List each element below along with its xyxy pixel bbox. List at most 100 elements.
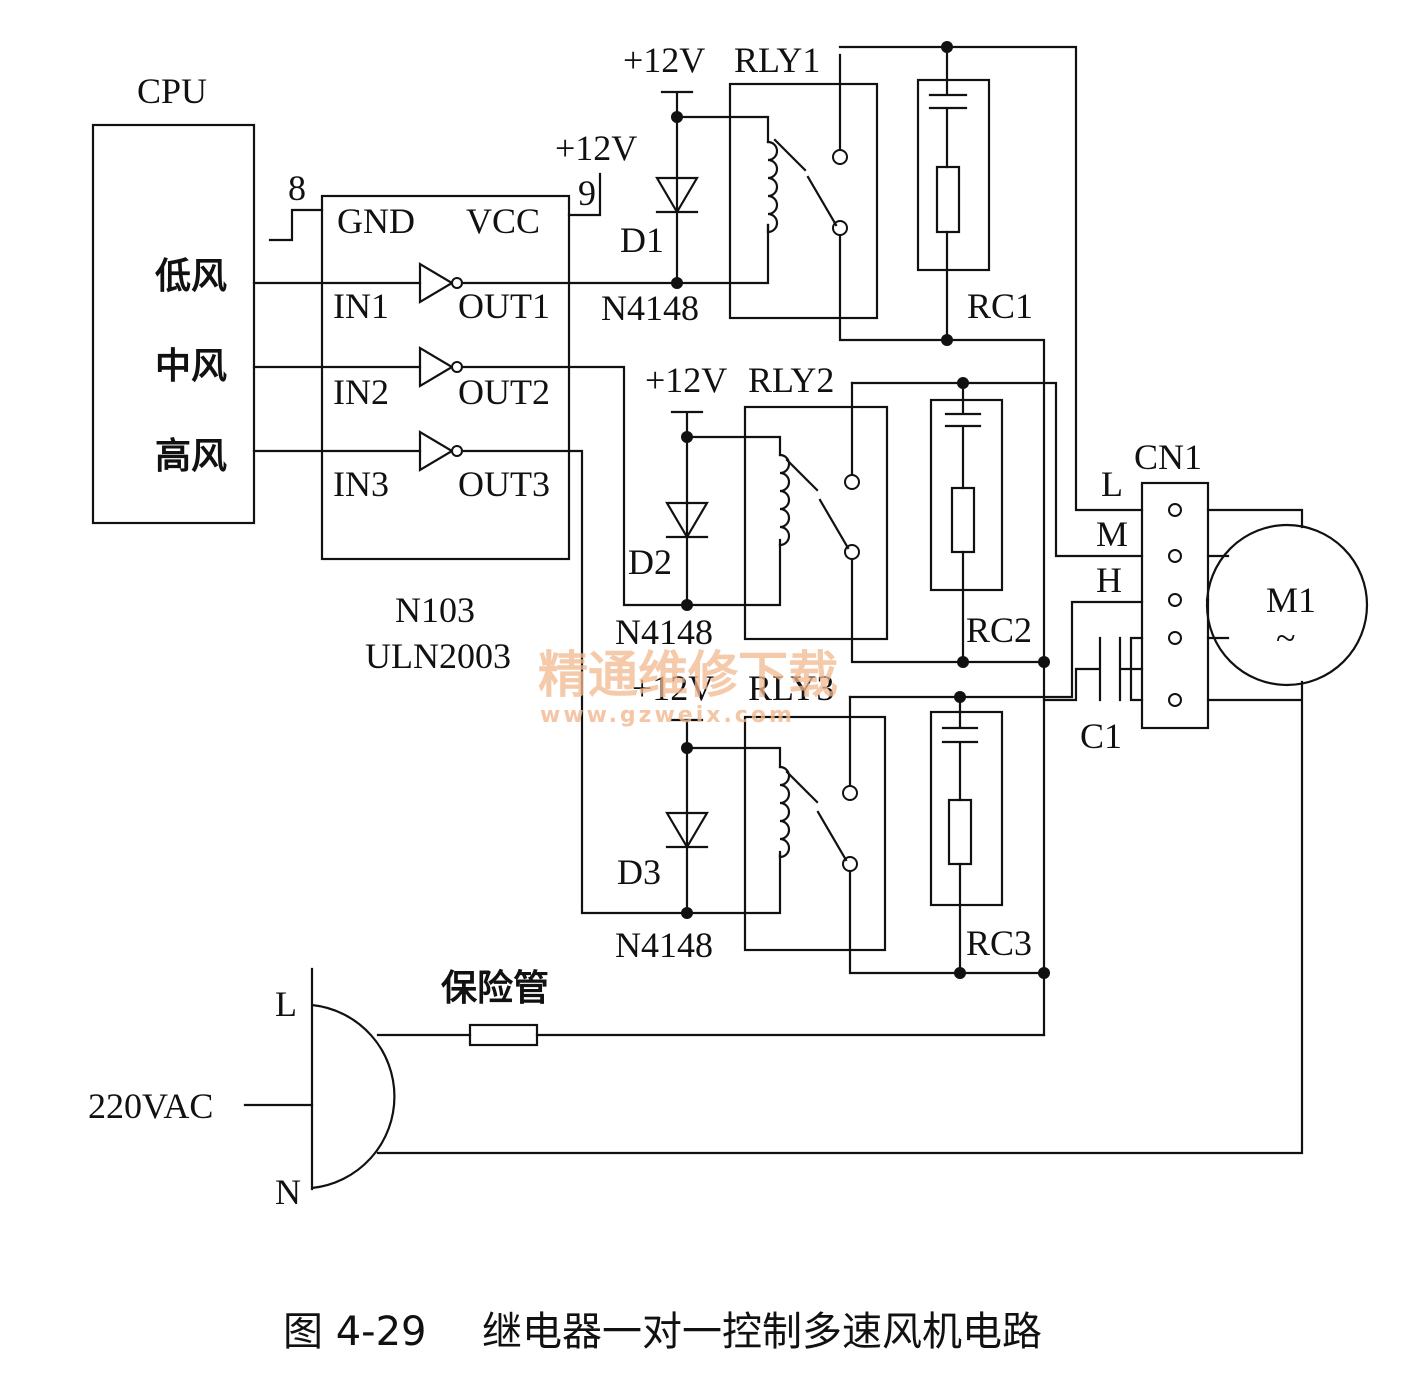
- figure-title: 继电器一对一控制多速风机电路: [482, 1309, 1042, 1355]
- stage2-diode: [665, 501, 709, 540]
- junction: [681, 742, 693, 754]
- capacitor-c1: C1: [1042, 636, 1144, 756]
- cn1-pin-3: [1168, 593, 1182, 607]
- fuse-label: 保险管: [441, 968, 549, 1009]
- vcc-supply-label: +12V: [555, 128, 637, 168]
- stage2-diode-label: D2: [628, 542, 672, 582]
- stage2-relay-box: [743, 405, 889, 641]
- cpu-output-high: 高风: [155, 436, 227, 477]
- relay-stage-3: +12V RLY3 D3 N4148 RC3: [615, 600, 1144, 979]
- stage2-rc-resistor: [950, 486, 976, 554]
- stage3-rc-box: [929, 710, 1004, 907]
- stage1-coil: [766, 140, 779, 234]
- driver-gnd-label: GND: [337, 201, 415, 241]
- driver-in1: IN1: [333, 286, 389, 326]
- motor-m1: M1 ~: [376, 508, 1369, 1155]
- inverter-2: [418, 346, 455, 388]
- junction: [681, 431, 693, 443]
- junction: [1038, 967, 1050, 979]
- gnd-pin-wire: [268, 208, 324, 242]
- stage2-contact-top: [844, 474, 860, 490]
- figure-number: 图 4-29: [283, 1309, 427, 1355]
- stage1-coil-top: [675, 115, 770, 144]
- stage3-actuator: [785, 770, 819, 804]
- junction: [957, 656, 969, 668]
- wire-out2: [460, 365, 782, 607]
- cpu-output-low: 低风: [155, 256, 227, 297]
- driver-out1: OUT1: [458, 286, 550, 326]
- mains-input: L N 220VAC 保险管: [88, 967, 1046, 1212]
- stage3-diode-part: N4148: [615, 925, 713, 965]
- driver-box: [320, 194, 571, 561]
- stage2-relay-name: RLY2: [748, 360, 834, 400]
- stage1-supply-rail: [660, 90, 694, 285]
- junction: [681, 599, 693, 611]
- stage3-diode-label: D3: [617, 852, 661, 892]
- stage3-rc-wires: [941, 695, 979, 975]
- junction: [957, 377, 969, 389]
- driver-in2: IN2: [333, 372, 389, 412]
- stage3-switch-blade: [816, 810, 848, 862]
- cn1-pin-M: M: [1096, 514, 1128, 554]
- stage1-rc-wires: [928, 45, 968, 342]
- inverter-1: [418, 262, 455, 304]
- stage3-rc-resistor: [947, 798, 973, 866]
- stage2-supply: +12V: [645, 360, 727, 400]
- stage1-relay-box: [728, 82, 879, 320]
- stage1-diode: [655, 176, 699, 215]
- c1-symbol: [1042, 636, 1144, 702]
- cn1-pin-L: L: [1101, 464, 1123, 504]
- stage1-diode-part: N4148: [601, 288, 699, 328]
- stage2-rc-wires: [944, 381, 982, 664]
- stage1-rc-resistor: [935, 165, 961, 234]
- motor-lead-L: [1206, 508, 1304, 529]
- inverter-2-bubble: [451, 361, 463, 373]
- vcc-pin-wire: [567, 172, 602, 217]
- motor-neutral-return: [376, 680, 1304, 1155]
- stage1-actuator: [773, 138, 807, 172]
- driver-part-number: ULN2003: [365, 636, 511, 676]
- gnd-pin-number: 8: [288, 168, 306, 208]
- stage2-actuator: [785, 458, 819, 492]
- stage1-switch-blade: [806, 175, 838, 227]
- junction: [954, 691, 966, 703]
- mains-line-label: L: [275, 984, 297, 1024]
- stage1-contact-wires: [838, 53, 949, 342]
- stage1-supply: +12V: [623, 40, 705, 80]
- cpu-output-mid: 中风: [155, 346, 227, 387]
- junction: [671, 277, 683, 289]
- stage3-coil-top: [685, 746, 782, 769]
- stage3-supply: +12V: [632, 668, 714, 708]
- cpu-box: [91, 123, 256, 525]
- junction: [941, 41, 953, 53]
- stage2-diode-part: N4148: [615, 612, 713, 652]
- junction: [681, 907, 693, 919]
- common-feed-bus: [945, 338, 1046, 1037]
- stage3-relay-name: RLY3: [748, 668, 834, 708]
- relay-stage-1: +12V RLY1 D1 N4148 RC1: [601, 40, 1144, 512]
- connector-cn1: CN1 L M H: [1096, 437, 1210, 730]
- wire-out3: [460, 449, 782, 915]
- stage1-rc-label: RC1: [967, 286, 1033, 326]
- mains-neutral-label: N: [275, 1172, 301, 1212]
- cpu-block: CPU 低风 中风 高风: [91, 71, 256, 525]
- stage2-switch-blade: [818, 498, 850, 550]
- stage2-contact-wires: [850, 381, 1046, 664]
- motor-symbol: ~: [1276, 618, 1295, 658]
- relay-stage-2: +12V RLY2 D2 N4148 RC2: [615, 360, 1144, 668]
- mains-plug: [310, 967, 396, 1191]
- motor-body: [1205, 523, 1369, 687]
- stage3-coil: [778, 765, 791, 859]
- watermark-url: www.gzweix.com: [540, 703, 795, 728]
- fuse: [468, 1023, 539, 1047]
- wire-out1: [460, 223, 770, 285]
- junction: [1038, 656, 1050, 668]
- mains-voltage-label: 220VAC: [88, 1086, 213, 1126]
- cpu-title: CPU: [137, 71, 207, 111]
- junction: [671, 111, 683, 123]
- driver-part-name: N103: [395, 590, 475, 630]
- stage2-rc-box: [929, 398, 1004, 592]
- stage2-coil-top: [685, 435, 782, 457]
- c1-leads: [1129, 636, 1144, 702]
- stage1-relay-name: RLY1: [734, 40, 820, 80]
